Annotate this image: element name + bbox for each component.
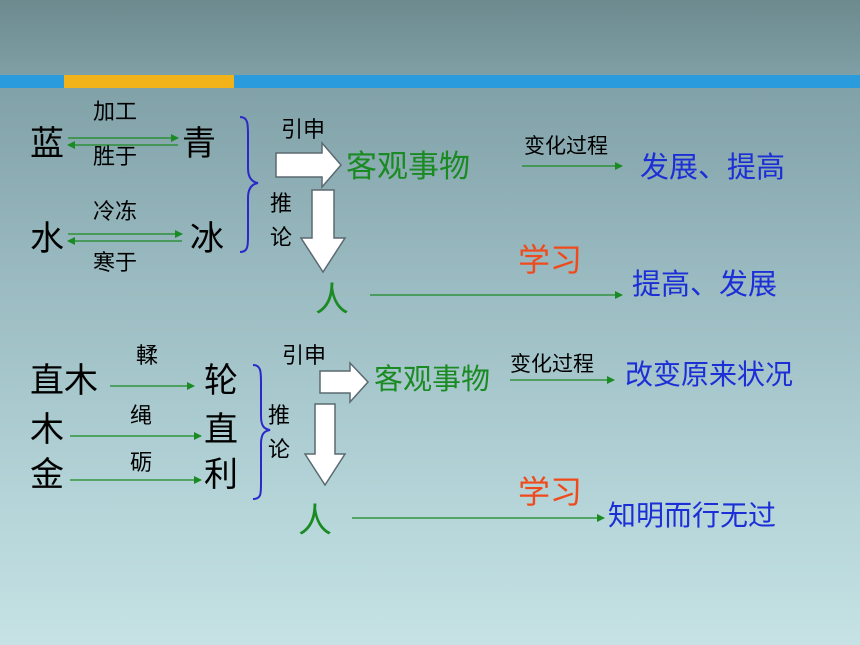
label-li: 砺	[130, 451, 153, 476]
objective-things-top: 客观事物	[346, 149, 470, 185]
person-bottom: 人	[298, 501, 332, 541]
change-process-bottom: 变化过程	[510, 352, 594, 376]
label-yinshen-bottom: 引申	[282, 344, 327, 369]
person-top: 人	[315, 280, 349, 320]
block-arrow-right-top	[275, 140, 342, 190]
wisdom-bottom: 知明而行无过	[608, 499, 777, 532]
band-gold	[64, 75, 234, 88]
char-li: 利	[204, 455, 238, 495]
char-zhimu: 直木	[30, 361, 98, 401]
label-hanyu: 寒于	[93, 251, 138, 276]
block-arrow-down-top	[299, 189, 347, 274]
char-lan: 蓝	[30, 124, 64, 164]
objective-things-bottom: 客观事物	[374, 362, 491, 396]
label-tui-bottom: 推	[268, 404, 291, 429]
char-qing: 青	[182, 124, 216, 164]
brace-top	[239, 116, 259, 253]
char-lun: 轮	[204, 361, 238, 401]
improve-develop-top: 提高、发展	[632, 267, 778, 301]
char-mu: 木	[30, 410, 64, 450]
change-process-top: 变化过程	[524, 134, 608, 158]
label-shengyu: 胜于	[93, 145, 138, 170]
study-top: 学习	[518, 241, 583, 279]
label-rou: 輮	[136, 344, 159, 369]
label-jiagong: 加工	[93, 100, 138, 125]
char-jin: 金	[30, 455, 64, 495]
label-lengdong: 冷冻	[93, 200, 138, 225]
band-blue-left	[0, 75, 64, 88]
develop-improve-top: 发展、提高	[640, 150, 786, 184]
label-yinshen-top: 引申	[281, 118, 326, 143]
block-arrow-down-bottom	[303, 403, 347, 487]
change-state-bottom: 改变原来状况	[625, 358, 794, 391]
block-arrow-right-bottom	[319, 361, 370, 404]
char-bing: 冰	[190, 219, 224, 259]
title-band	[0, 75, 860, 88]
label-lun-bottom: 论	[268, 438, 291, 463]
brace-bottom	[252, 364, 271, 500]
char-zhi: 直	[204, 410, 238, 450]
label-sheng: 绳	[130, 404, 153, 429]
label-tui-top: 推	[270, 192, 293, 217]
band-blue-right	[234, 75, 860, 88]
study-bottom: 学习	[518, 473, 583, 511]
char-shui: 水	[30, 219, 64, 259]
label-lun-top: 论	[270, 226, 293, 251]
